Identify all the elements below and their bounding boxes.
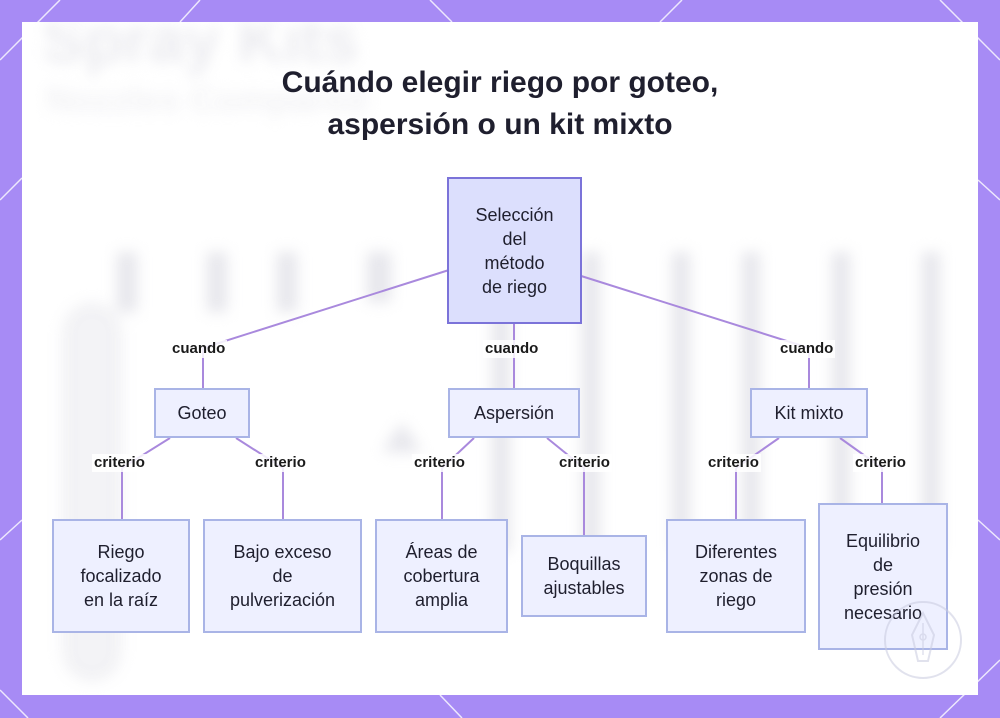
edge-label-criterio-aspersion-2: criterio [557,454,612,472]
edge-root-goteo [202,269,450,349]
criterion-line: presión [853,578,913,599]
method-label-aspersion: Aspersión [473,403,555,423]
edge-label-criterio-aspersion-1: criterio [412,454,467,472]
criterion-line: de [872,554,893,575]
criterion-line: de [272,566,293,586]
diagram-title-line-2: aspersión o un kit mixto [327,108,673,141]
method-label-kit-mixto: Kit mixto [774,403,844,423]
edge-root-kit [577,274,810,349]
criterion-line: focalizado [80,566,162,586]
edge-label-cuando-kit: cuando [778,340,836,358]
diagram-title-line-1: Cuándo elegir riego por goteo, [281,66,719,99]
criterion-node-boquillas: Boquillas ajustables [521,535,647,617]
root-line-3: método [484,252,545,273]
criterion-line: zonas de [699,566,773,586]
criterion-node-bajo-exceso: Bajo exceso de pulverización [203,519,362,633]
watermark-icon [884,601,962,679]
criterion-line: en la raíz [83,590,159,610]
method-node-aspersion: Aspersión [448,388,580,438]
root-line-1: Selección [475,204,554,225]
criterion-node-areas-cobertura: Áreas de cobertura amplia [375,519,508,633]
criterion-line: Bajo exceso [233,542,332,562]
criterion-line: Diferentes [694,542,778,562]
method-node-kit-mixto: Kit mixto [750,388,868,438]
root-line-2: del [502,228,527,249]
criterion-node-equilibrio-presion: Equilibrio de presión necesario [818,503,948,650]
root-node: Selección del método de riego [447,177,582,324]
criterion-line: cobertura [403,566,480,586]
criterion-node-diferentes-zonas: Diferentes zonas de riego [666,519,806,633]
criterion-line: pulverización [229,590,336,610]
criterion-line: ajustables [543,578,625,598]
criterion-line: Áreas de [405,542,478,562]
criterion-node-riego-focalizado: Riego focalizado en la raíz [52,519,190,633]
method-label-goteo: Goteo [177,403,227,423]
criterion-line: amplia [414,590,468,610]
criterion-line: riego [715,590,756,610]
edge-label-criterio-goteo-2: criterio [253,454,308,472]
background-title: Spray Kits [42,22,359,76]
criterion-line: Equilibrio [845,530,921,551]
background-subtitle: Nozzles Compared [46,79,368,120]
edge-label-cuando-goteo: cuando [170,340,228,358]
diagram-title: Cuándo elegir riego por goteo, aspersión… [122,62,878,146]
edge-label-criterio-goteo-1: criterio [92,454,147,472]
edge-label-criterio-kit-1: criterio [706,454,761,472]
method-node-goteo: Goteo [154,388,250,438]
criterion-line: Riego [97,542,145,562]
criterion-line: Boquillas [547,554,621,574]
root-line-4: de riego [481,276,548,297]
diagram-canvas: Spray Kits Nozzles Compared Cuándo elegi… [22,22,978,695]
background-illustration: Spray Kits Nozzles Compared [42,22,940,682]
edge-label-criterio-kit-2: criterio [853,454,908,472]
edge-label-cuando-aspersion: cuando [483,340,541,358]
